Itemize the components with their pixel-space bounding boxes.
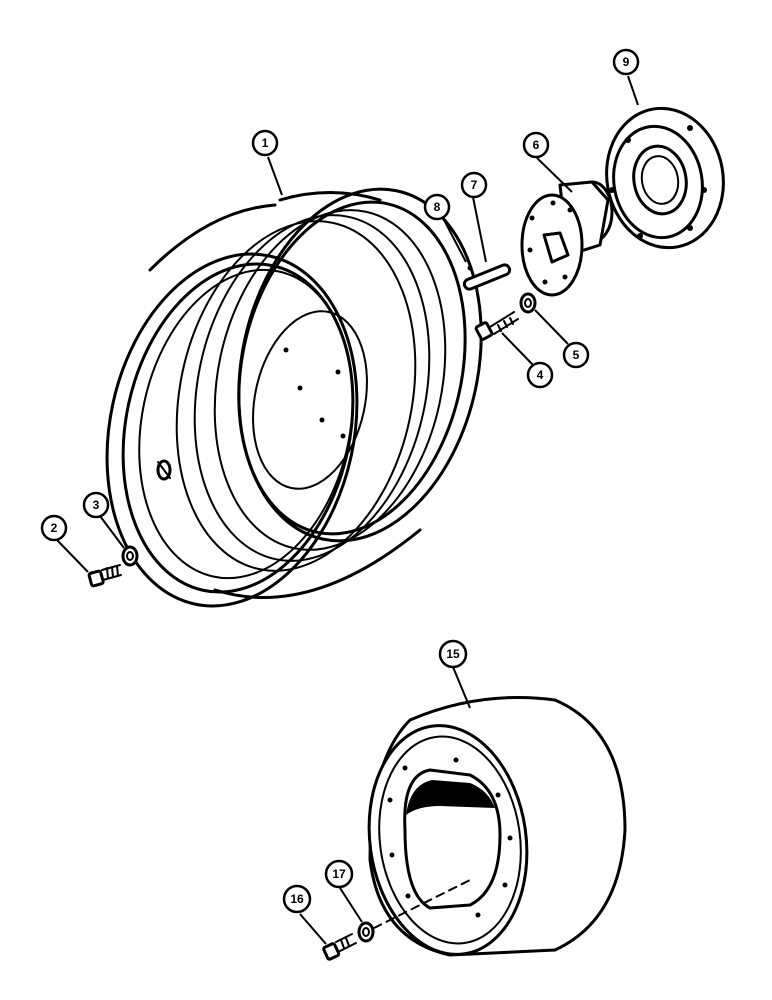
callout-6: 6 [522,131,550,159]
leader-16 [299,913,327,945]
callout-8: 8 [423,193,451,221]
svg-text:6: 6 [533,138,540,152]
leader-2 [56,539,89,573]
hub-washer [519,292,537,314]
wheel-weight [367,696,627,957]
leader-3 [99,515,125,549]
wheel-hub [520,180,614,297]
hub-bolt [474,311,519,341]
leader-4 [501,332,534,366]
svg-text:8: 8 [434,200,441,214]
wheel-rim [105,187,483,608]
leader-17 [339,887,363,923]
key [462,263,512,291]
leader-8 [442,217,467,263]
leader-6 [536,157,573,193]
callout-9: 9 [612,48,640,76]
rim-washer [121,545,139,567]
callout-7: 7 [460,171,488,199]
svg-text:16: 16 [290,892,304,906]
leader-9 [627,75,639,106]
callout-3: 3 [82,491,110,519]
callout-2: 2 [40,514,68,542]
callout-4: 4 [526,361,554,389]
svg-text:17: 17 [332,867,346,881]
hub-flange [605,106,725,250]
svg-text:3: 3 [93,498,100,512]
leader-5 [534,309,569,345]
svg-text:2: 2 [51,521,58,535]
rim-bolt [87,564,122,588]
weight-bolt [322,933,357,961]
callout-1: 1 [251,129,279,157]
leader-7 [472,196,487,263]
leader-1 [267,156,283,196]
svg-text:15: 15 [446,647,460,661]
callout-15: 15 [438,639,468,669]
callout-16: 16 [282,884,312,914]
alignment-dash-line [373,879,471,929]
callout-17: 17 [324,859,354,889]
callout-5: 5 [562,341,590,369]
svg-text:7: 7 [471,178,478,192]
svg-text:4: 4 [537,368,544,382]
svg-text:9: 9 [623,55,630,69]
pin [467,265,473,271]
weight-washer [357,921,375,943]
svg-text:1: 1 [262,136,269,150]
svg-text:5: 5 [573,348,580,362]
leader-15 [452,666,471,709]
